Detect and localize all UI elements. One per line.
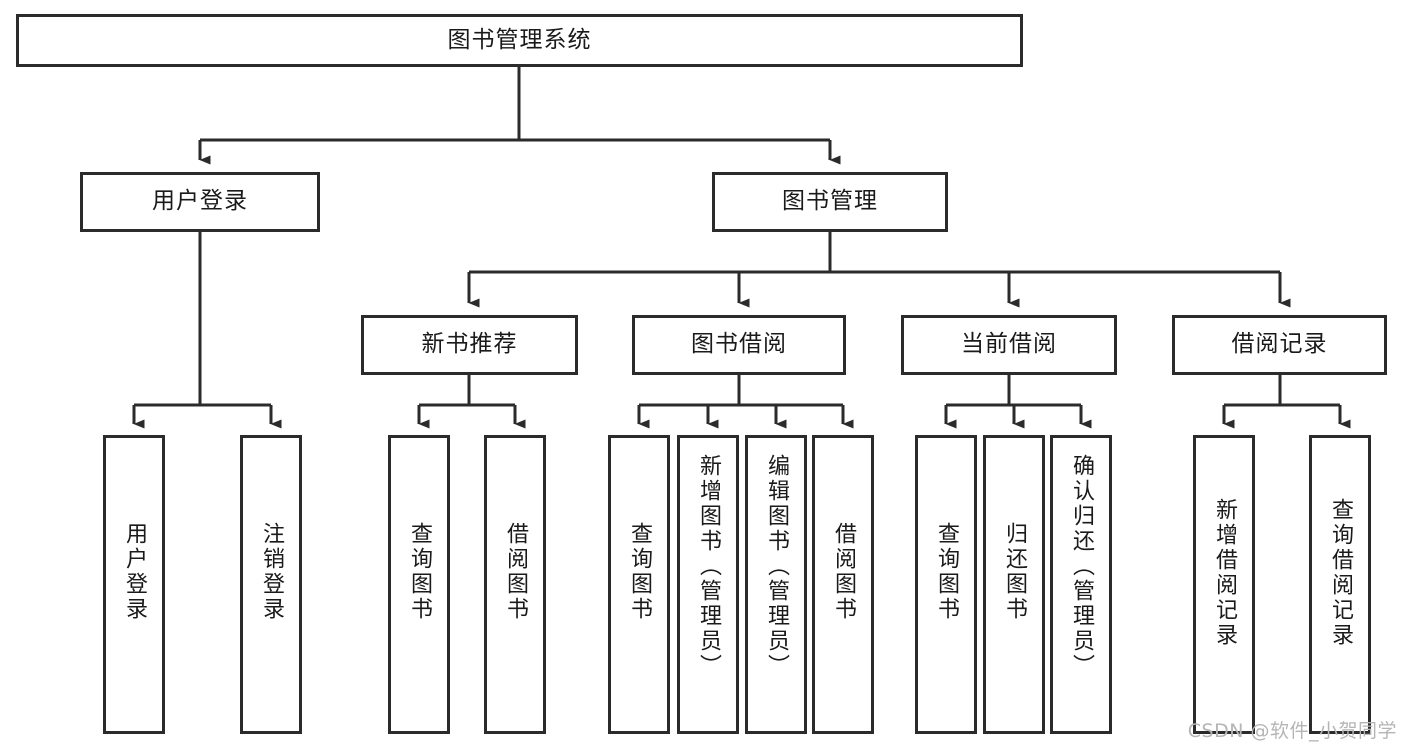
node-leaf-borrow-book-1[interactable]: 借阅图书 — [484, 435, 546, 734]
node-leaf-user-login-label: 用户登录 — [122, 522, 147, 622]
node-new-book-rec[interactable]: 新书推荐 — [361, 315, 578, 375]
node-leaf-add-book-label: 新增图书（管理员） — [696, 454, 721, 679]
node-leaf-query-book-1[interactable]: 查询图书 — [388, 435, 450, 734]
node-borrow-record[interactable]: 借阅记录 — [1172, 315, 1387, 375]
node-leaf-query-book-3[interactable]: 查询图书 — [915, 435, 977, 734]
node-leaf-borrow-book-2[interactable]: 借阅图书 — [812, 435, 874, 734]
node-leaf-borrow-book-2-label: 借阅图书 — [831, 522, 856, 622]
node-leaf-borrow-book-1-label: 借阅图书 — [503, 522, 528, 622]
csdn-watermark: CSDN @软件_小贺同学 — [1187, 720, 1397, 742]
node-leaf-logout[interactable]: 注销登录 — [240, 435, 302, 734]
node-leaf-add-record[interactable]: 新增借阅记录 — [1193, 435, 1255, 734]
node-leaf-add-record-label: 新增借阅记录 — [1212, 498, 1237, 648]
node-root[interactable]: 图书管理系统 — [16, 14, 1023, 67]
node-book-borrow[interactable]: 图书借阅 — [632, 315, 846, 375]
node-borrow-record-label: 借阅记录 — [1231, 331, 1328, 358]
node-leaf-query-book-1-label: 查询图书 — [407, 522, 432, 622]
node-leaf-confirm-return[interactable]: 确认归还（管理员） — [1050, 435, 1112, 734]
node-leaf-return-book-label: 归还图书 — [1002, 522, 1027, 622]
node-root-label: 图书管理系统 — [447, 26, 592, 53]
node-leaf-query-record-label: 查询借阅记录 — [1328, 498, 1353, 648]
node-current-borrow[interactable]: 当前借阅 — [901, 315, 1117, 375]
node-leaf-query-book-3-label: 查询图书 — [934, 522, 959, 622]
node-leaf-logout-label: 注销登录 — [259, 522, 284, 622]
node-current-borrow-label: 当前借阅 — [961, 331, 1057, 358]
node-book-manage[interactable]: 图书管理 — [712, 172, 948, 232]
node-leaf-query-record[interactable]: 查询借阅记录 — [1309, 435, 1371, 734]
node-new-book-rec-label: 新书推荐 — [421, 331, 518, 358]
node-book-manage-label: 图书管理 — [782, 188, 878, 215]
node-leaf-edit-book-label: 编辑图书（管理员） — [764, 454, 789, 679]
node-leaf-user-login[interactable]: 用户登录 — [103, 435, 165, 734]
node-user-login-label: 用户登录 — [152, 188, 248, 215]
node-leaf-confirm-return-label: 确认归还（管理员） — [1069, 454, 1094, 679]
node-leaf-edit-book[interactable]: 编辑图书（管理员） — [745, 435, 807, 734]
node-leaf-query-book-2[interactable]: 查询图书 — [608, 435, 670, 734]
node-leaf-query-book-2-label: 查询图书 — [627, 522, 652, 622]
node-leaf-return-book[interactable]: 归还图书 — [983, 435, 1045, 734]
node-leaf-add-book[interactable]: 新增图书（管理员） — [677, 435, 739, 734]
node-book-borrow-label: 图书借阅 — [691, 331, 787, 358]
node-user-login[interactable]: 用户登录 — [80, 172, 320, 232]
